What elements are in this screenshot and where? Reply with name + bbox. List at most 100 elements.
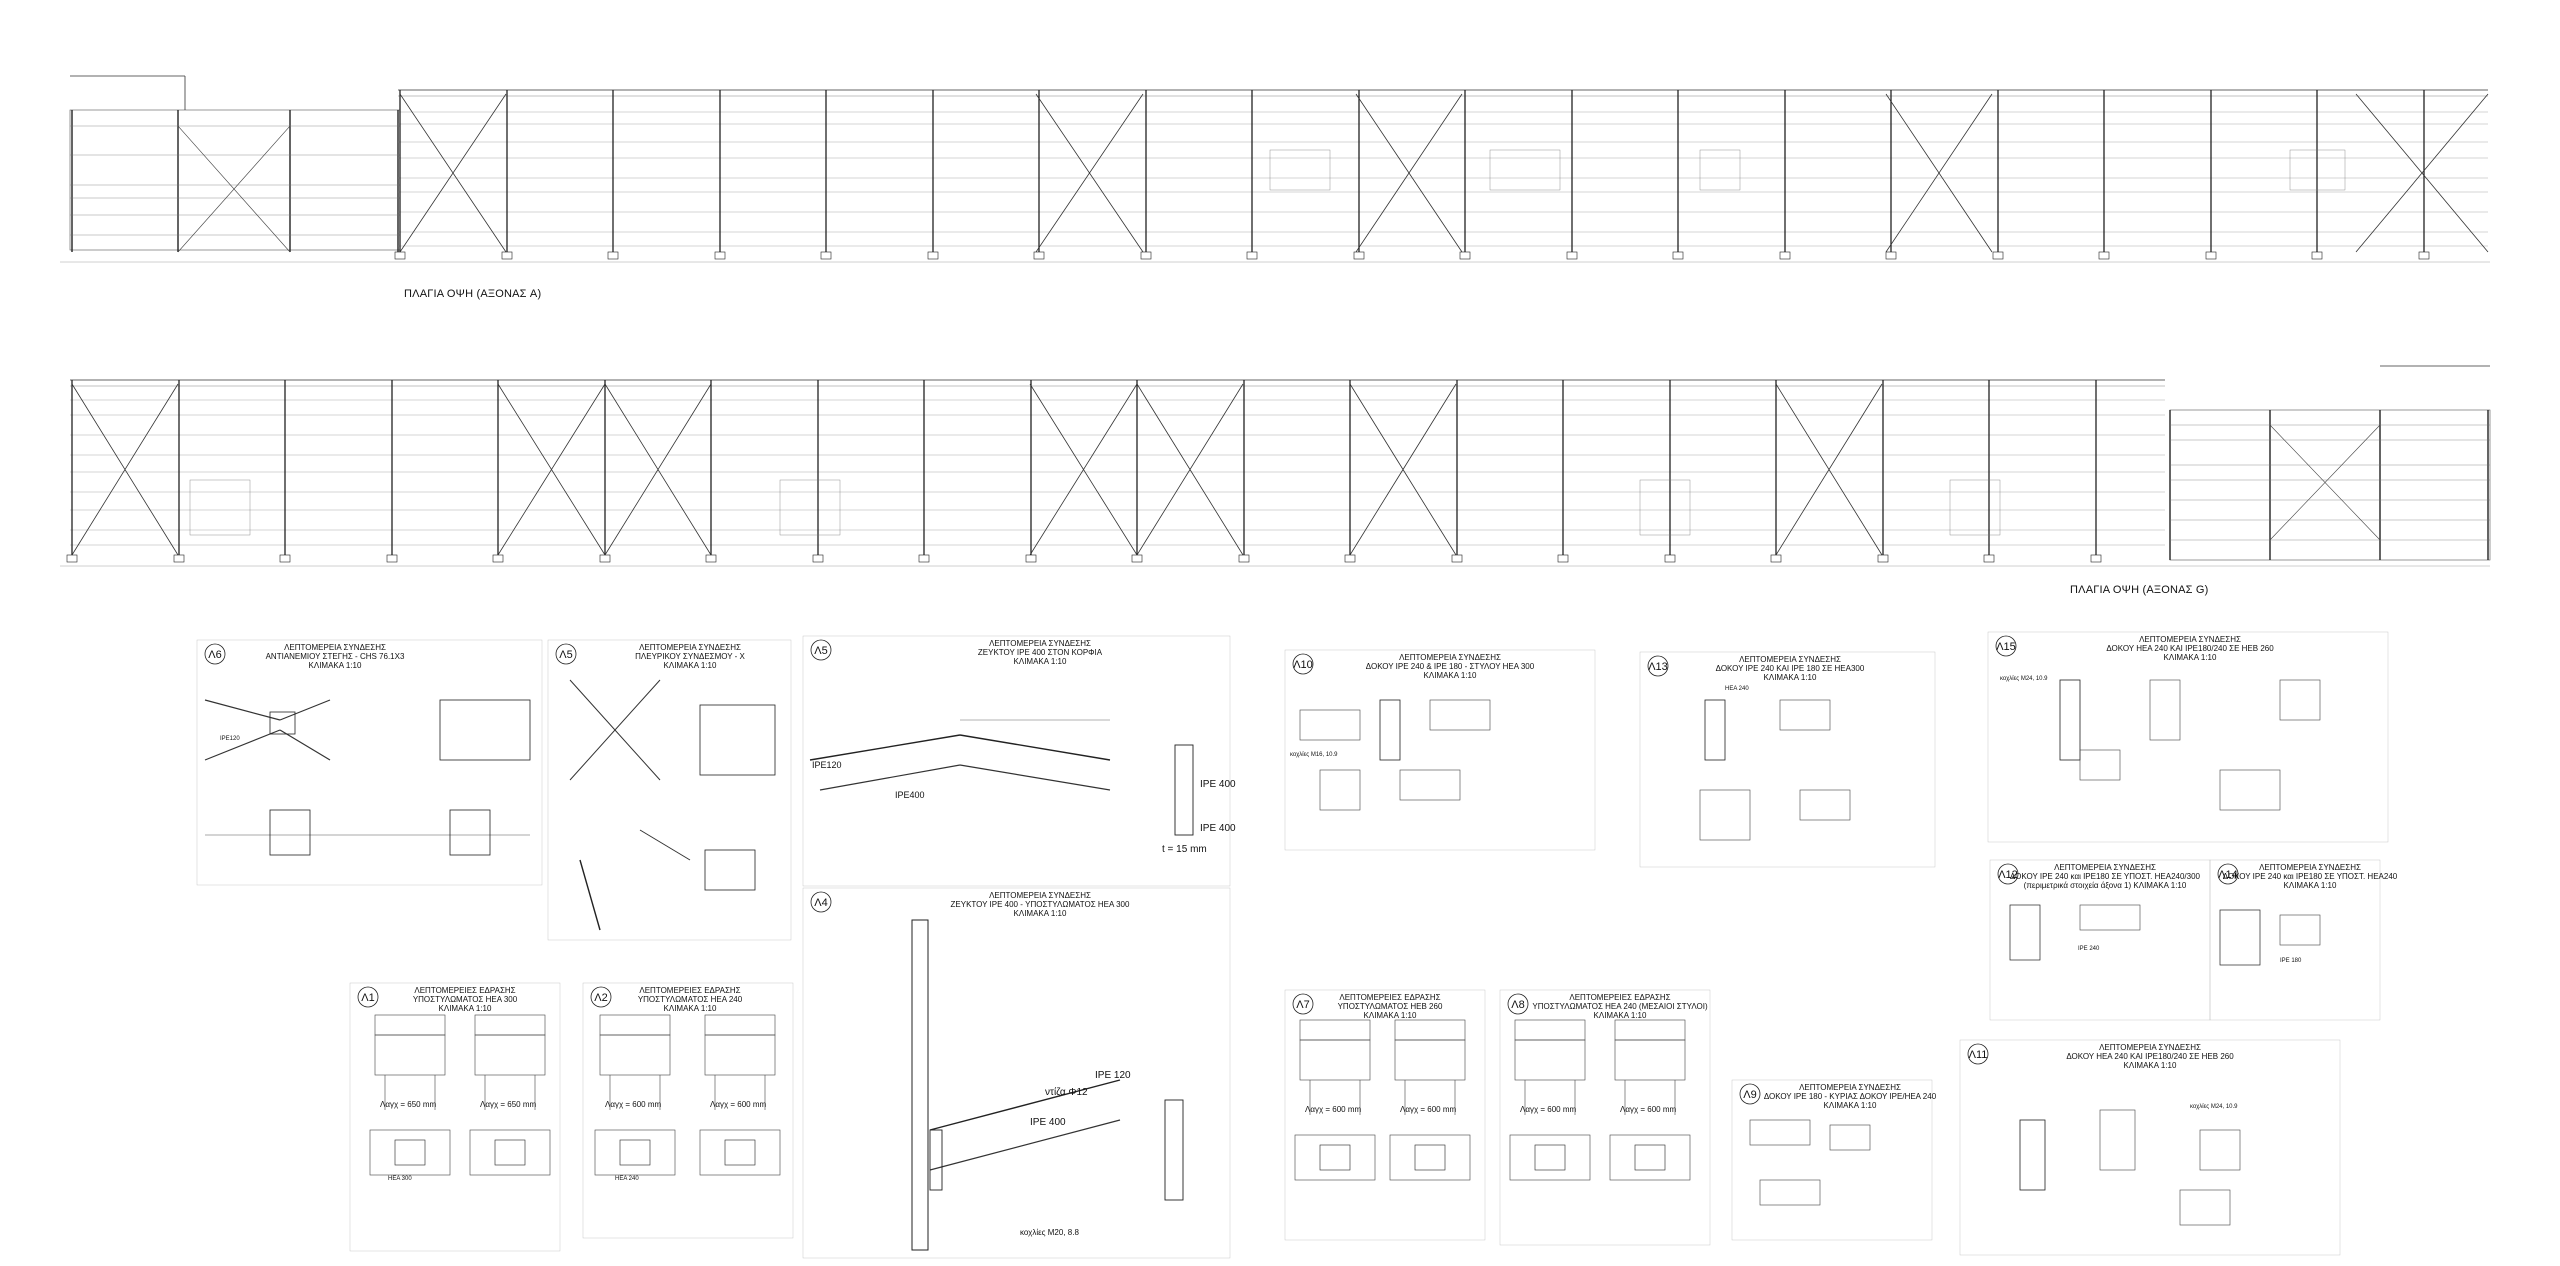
base-plate <box>474 1034 546 1076</box>
beam <box>1799 789 1851 821</box>
base-plate <box>1514 1039 1586 1081</box>
base-plan <box>1389 1134 1471 1181</box>
x-brace <box>1775 383 1883 556</box>
detail-badge: Λ5 <box>814 645 827 657</box>
detail-title-2: ΖΕΥΚΤΟΥ IPE 400 ΣΤΟΝ ΚΟΡΦΙΑ <box>978 648 1103 657</box>
detail-badge: Λ7 <box>1296 999 1309 1011</box>
label-ipe400: IPE400 <box>895 790 925 800</box>
base-plate <box>1344 554 1356 563</box>
detail-title-2: ΥΠΟΣΤΥΛΩΜΑΤΟΣ HEB 260 <box>1338 1002 1443 1011</box>
detail-badge-circle <box>1997 863 2019 885</box>
label-anchorage: Λαγχ = 600 mm <box>710 1100 767 1109</box>
brace-member <box>279 699 331 721</box>
base-plan <box>1294 1134 1376 1181</box>
label-ipe120b: IPE 120 <box>1095 1070 1131 1081</box>
label-ipe120: IPE120 <box>812 760 842 770</box>
base-plate <box>1566 251 1578 260</box>
base-plate <box>1885 251 1897 260</box>
detail-title-2: ΑΝΤΙΑΝΕΜΙΟΥ ΣΤΕΓΗΣ - CHS 76.1Χ3 <box>266 652 405 661</box>
base-plate <box>1246 251 1258 260</box>
base-plate <box>173 554 185 563</box>
detail-title-1: ΛΕΠΤΟΜΕΡΕΙΕΣ ΕΔΡΑΣΗΣ <box>1339 993 1440 1002</box>
detail-badge-circle <box>1507 993 1529 1015</box>
annex-frame <box>69 109 401 251</box>
detail-badge-circle <box>555 643 577 665</box>
detail-title-3: (περιμετρικά στοιχεία άξονα 1) ΚΛΙΜΑΚΑ 1… <box>2024 881 2187 890</box>
gusset-plate <box>269 711 296 735</box>
detail-frame <box>196 639 543 886</box>
detail-badge: Λ6 <box>208 649 221 661</box>
base-plate <box>1131 554 1143 563</box>
base-plate <box>2090 554 2102 563</box>
label-ipe120: IPE120 <box>220 736 240 742</box>
base-plate <box>1992 251 2004 260</box>
detail-badge: Λ13 <box>1648 661 1668 673</box>
detail-title-1: ΛΕΠΤΟΜΕΡΕΙΕΣ ΕΔΡΑΣΗΣ <box>414 986 515 995</box>
base-plate <box>812 554 824 563</box>
base-plate <box>279 554 291 563</box>
detail-badge: Λ5 <box>559 649 572 661</box>
column-section <box>1414 1144 1446 1171</box>
detail-frame <box>2209 859 2381 1021</box>
base-plate <box>927 251 939 260</box>
label-anchorage: Λαγχ = 600 mm <box>1620 1105 1677 1114</box>
x-brace <box>399 93 507 253</box>
opening <box>189 479 251 536</box>
beam <box>2079 749 2121 781</box>
beam <box>1429 699 1491 731</box>
detail-frame <box>349 982 561 1252</box>
detail-title-1: ΛΕΠΤΟΜΕΡΕΙΑ ΣΥΝΔΕΣΗΣ <box>2139 635 2241 644</box>
column-section <box>1534 1144 1566 1171</box>
base-plan <box>1509 1134 1591 1181</box>
detail-badge-circle <box>810 639 832 661</box>
elevation-axis-g <box>60 365 2491 567</box>
base-plate <box>1033 251 1045 260</box>
x-brace <box>497 383 606 556</box>
base-plate <box>1459 251 1471 260</box>
x-brace <box>569 679 661 781</box>
detail-badge-circle <box>1995 635 2017 657</box>
base-plate <box>918 554 930 563</box>
plate <box>1829 1124 1871 1151</box>
opening <box>1639 479 1691 536</box>
beam <box>2099 1109 2136 1171</box>
base-plate <box>2311 251 2323 260</box>
detail-title-1: ΛΕΠΤΟΜΕΡΕΙΕΣ ΕΔΡΑΣΗΣ <box>1569 993 1670 1002</box>
column <box>579 859 601 931</box>
x-brace <box>1029 383 1138 556</box>
detail-title-3: ΚΛΙΜΑΚΑ 1:10 <box>2164 653 2217 662</box>
base-plan <box>469 1129 551 1176</box>
base-plate <box>820 251 832 260</box>
opening <box>1269 149 1331 191</box>
gusset-plan <box>439 699 531 761</box>
detail-badge: Λ11 <box>1969 1049 1988 1061</box>
elevation-axis-a <box>60 75 2490 263</box>
beam <box>2149 679 2181 741</box>
rafter <box>929 1079 1121 1131</box>
label-bolts: κοχλίες M20, 8.8 <box>1020 1228 1079 1237</box>
plate-elevation <box>449 809 491 856</box>
x-brace <box>2355 93 2489 253</box>
end-plate <box>1164 1099 1184 1201</box>
column-top <box>474 1014 546 1036</box>
detail-title-3: ΚΛΙΜΑΚΑ 1:10 <box>1424 671 1477 680</box>
detail-title-2: ΔΟΚΟΥ IPE 240 & IPE 180 - ΣΤΥΛΟΥ HEA 300 <box>1366 662 1535 671</box>
label-anchorage: Λαγχ = 600 mm <box>1305 1105 1362 1114</box>
base-plate <box>1353 251 1365 260</box>
detail-title-1: ΛΕΠΤΟΜΕΡΕΙΑ ΣΥΝΔΕΣΗΣ <box>639 643 741 652</box>
end-plate <box>1174 744 1194 836</box>
label-ipe180: IPE 180 <box>2280 958 2302 964</box>
plate <box>2199 1129 2241 1171</box>
detail-title-3: ΚΛΙΜΑΚΑ 1:10 <box>1014 657 1067 666</box>
annex-brace <box>177 125 291 253</box>
base-plate <box>1451 554 1463 563</box>
x-brace <box>1885 93 1993 253</box>
haunch-plate <box>929 1129 943 1191</box>
